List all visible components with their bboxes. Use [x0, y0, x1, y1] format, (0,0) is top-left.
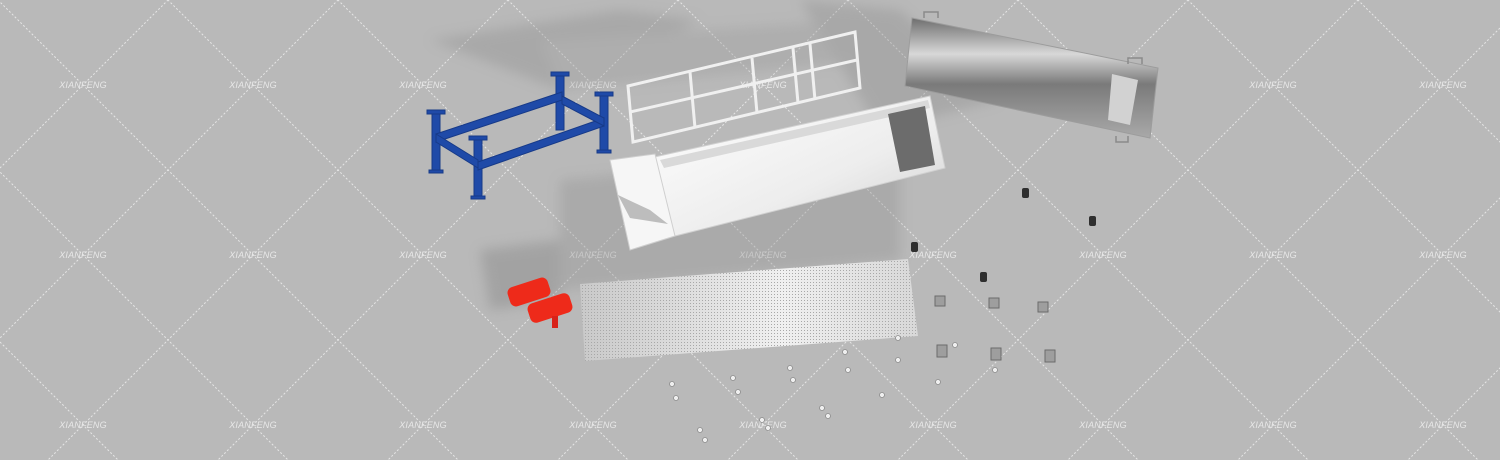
- top-cover-hood: [904, 11, 1159, 143]
- clamp-hooks: [934, 295, 1056, 363]
- bolts: [669, 335, 998, 443]
- screen-box-body: [609, 95, 946, 251]
- rubber-springs: [911, 188, 1096, 282]
- vibration-motors: [507, 277, 573, 328]
- support-stand: [426, 71, 614, 200]
- screen-mesh-panel: [580, 259, 918, 361]
- guard-rail-frame: [626, 30, 862, 144]
